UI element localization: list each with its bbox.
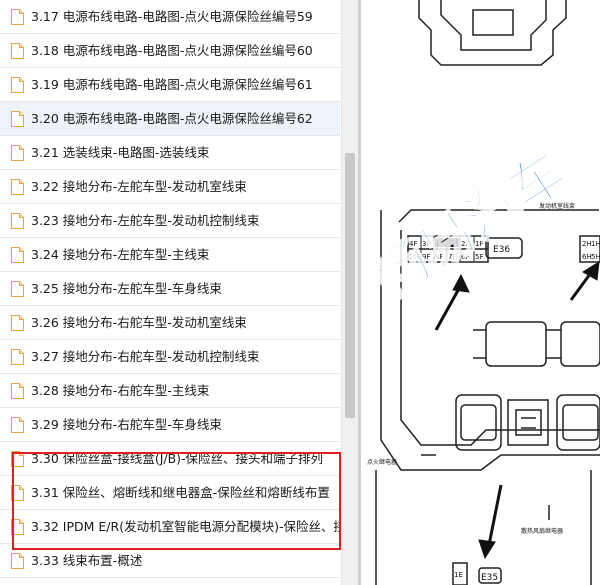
toc-item-label: 3.21 选装线束-电路图-选装线束 [31,145,210,160]
fuse-label: 10F [408,253,421,261]
wiring-diagram-pane: 4F 3F 2F 1F 10F 9F 8F 7F 6F 5F 2H 1H 6H … [361,0,600,585]
connector-1e-label: 1E [454,571,463,579]
toc-item-label: 3.17 电源布线电路-电路图-点火电源保险丝编号59 [31,9,313,24]
toc-item[interactable]: 3.20 电源布线电路-电路图-点火电源保险丝编号62 [0,102,340,136]
toc-item-label: 3.26 接地分布-右舵车型-发动机室线束 [31,315,247,330]
toc-item[interactable]: 3.30 保险丝盒-接线盒(J/B)-保险丝、接头和端子排列 [0,442,340,476]
fuse-label: 9F [422,253,430,261]
pane-splitter[interactable] [358,0,361,585]
toc-item-label: 3.22 接地分布-左舵车型-发动机室线束 [31,179,247,194]
toc-item[interactable]: 3.18 电源布线电路-电路图-点火电源保险丝编号60 [0,34,340,68]
document-icon [11,281,24,297]
toc-item-label: 3.18 电源布线电路-电路图-点火电源保险丝编号60 [31,43,313,58]
watermark-text: 畅易汽车 [362,140,577,310]
fuse-label: 5H [591,253,600,261]
toc-item[interactable]: 3.28 接地分布-右舵车型-主线束 [0,374,340,408]
toc-list: 3.17 电源布线电路-电路图-点火电源保险丝编号59 3.18 电源布线电路-电… [0,0,340,578]
toc-item[interactable]: 3.21 选装线束-电路图-选装线束 [0,136,340,170]
toc-item-label: 3.25 接地分布-左舵车型-车身线束 [31,281,222,296]
fuse-label: 1F [475,240,483,248]
toc-item[interactable]: 3.33 线束布置-概述 [0,544,340,578]
toc-item[interactable]: 3.17 电源布线电路-电路图-点火电源保险丝编号59 [0,0,340,34]
toc-item[interactable]: 3.22 接地分布-左舵车型-发动机室线束 [0,170,340,204]
toc-item-label: 3.30 保险丝盒-接线盒(J/B)-保险丝、接头和端子排列 [31,451,324,466]
fuse-label: 6H [582,253,592,261]
fan-relay-label: 散热风扇继电器 [521,527,563,535]
toc-item[interactable]: 3.25 接地分布-左舵车型-车身线束 [0,272,340,306]
toc-item-label: 3.29 接地分布-右舵车型-车身线束 [31,417,222,432]
fuse-box-diagram: 4F 3F 2F 1F 10F 9F 8F 7F 6F 5F 2H 1H 6H … [361,0,600,585]
toc-item[interactable]: 3.23 接地分布-左舵车型-发动机控制线束 [0,204,340,238]
toc-item[interactable]: 3.26 接地分布-右舵车型-发动机室线束 [0,306,340,340]
toc-item-label: 3.24 接地分布-左舵车型-主线束 [31,247,210,262]
toc-item-label: 3.32 IPDM E/R(发动机室智能电源分配模块)-保险丝、接 [31,519,340,534]
document-icon [11,383,24,399]
document-icon [11,553,24,569]
document-icon [11,485,24,501]
document-icon [11,315,24,331]
toc-item-label: 3.27 接地分布-右舵车型-发动机控制线束 [31,349,260,364]
fuse-label: 8F [435,253,443,261]
document-icon [11,417,24,433]
toc-item[interactable]: 3.24 接地分布-左舵车型-主线束 [0,238,340,272]
fuse-label: 4F [409,240,417,248]
harness-title: 发动机室线束 [539,202,575,210]
toc-item[interactable]: 3.29 接地分布-右舵车型-车身线束 [0,408,340,442]
toc-item[interactable]: 3.32 IPDM E/R(发动机室智能电源分配模块)-保险丝、接 [0,510,340,544]
fuse-label: 2F [461,240,469,248]
toc-item-label: 3.33 线束布置-概述 [31,553,143,568]
toc-item-label: 3.19 电源布线电路-电路图-点火电源保险丝编号61 [31,77,313,92]
toc-item[interactable]: 3.27 接地分布-右舵车型-发动机控制线束 [0,340,340,374]
document-icon [11,179,24,195]
toc-sidebar: 3.17 电源布线电路-电路图-点火电源保险丝编号59 3.18 电源布线电路-电… [0,0,358,585]
vertical-scrollbar[interactable] [341,0,358,585]
document-icon [11,111,24,127]
document-icon [11,247,24,263]
fuse-label: 6F [461,253,469,261]
document-icon [11,213,24,229]
fuse-label: 1H [591,240,600,248]
connector-e36-label: E36 [493,245,510,255]
document-icon [11,519,24,535]
scrollbar-thumb[interactable] [345,153,355,418]
fuse-label: 7F [448,253,456,261]
toc-item[interactable]: 3.31 保险丝、熔断线和继电器盒-保险丝和熔断线布置 [0,476,340,510]
fuse-label: 2H [582,240,592,248]
document-icon [11,349,24,365]
toc-item-label: 3.31 保险丝、熔断线和继电器盒-保险丝和熔断线布置 [31,485,330,500]
ignition-relay-label: 点火继电器 [367,458,397,466]
document-icon [11,9,24,25]
document-icon [11,145,24,161]
toc-item-label: 3.23 接地分布-左舵车型-发动机控制线束 [31,213,260,228]
toc-item[interactable]: 3.19 电源布线电路-电路图-点火电源保险丝编号61 [0,68,340,102]
fuse-label: 3F [422,240,430,248]
fuse-label: 5F [475,253,483,261]
toc-item-label: 3.20 电源布线电路-电路图-点火电源保险丝编号62 [31,111,313,126]
connector-e35-label: E35 [481,573,498,583]
toc-item-label: 3.28 接地分布-右舵车型-主线束 [31,383,210,398]
document-icon [11,451,24,467]
document-icon [11,77,24,93]
document-icon [11,43,24,59]
